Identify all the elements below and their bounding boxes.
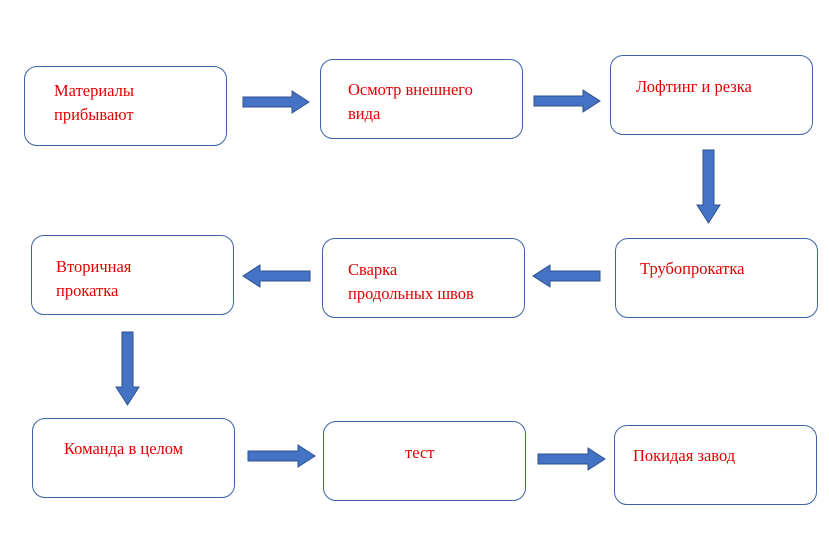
step-visual-inspection [320,59,523,139]
step-label-visual-inspection: Осмотр внешнего вида [348,80,473,123]
arrow-right-3 [247,444,316,468]
step-label-team-overall: Команда в целом [64,439,184,458]
step-leaving-factory [614,425,817,505]
step-team-overall [32,418,235,498]
step-label-pipe-rolling: Трубопрокатка [640,259,745,278]
step-secondary-rolling [31,235,234,315]
step-label-secondary-rolling: Вторичная прокатка [56,257,132,300]
step-label-materials-arrive: Материалы прибывают [54,81,134,124]
step-pipe-rolling [615,238,818,318]
step-label-longitudinal-welding: Сварка продольных швов [348,260,474,303]
arrow-down-1 [696,149,721,224]
step-materials-arrive [24,66,227,146]
step-label-lofting-cutting: Лофтинг и резка [636,77,752,96]
step-label-leaving-factory: Покидая завод [633,446,736,465]
arrow-right-2 [533,89,601,113]
arrow-left-2 [242,264,311,288]
step-label-test: тест [405,443,435,462]
arrow-right-1 [242,90,310,114]
step-test [323,421,526,501]
arrow-right-4 [537,447,606,471]
arrow-down-2 [115,331,140,406]
step-lofting-cutting [610,55,813,135]
arrow-left-1 [532,264,601,288]
step-longitudinal-welding [322,238,525,318]
